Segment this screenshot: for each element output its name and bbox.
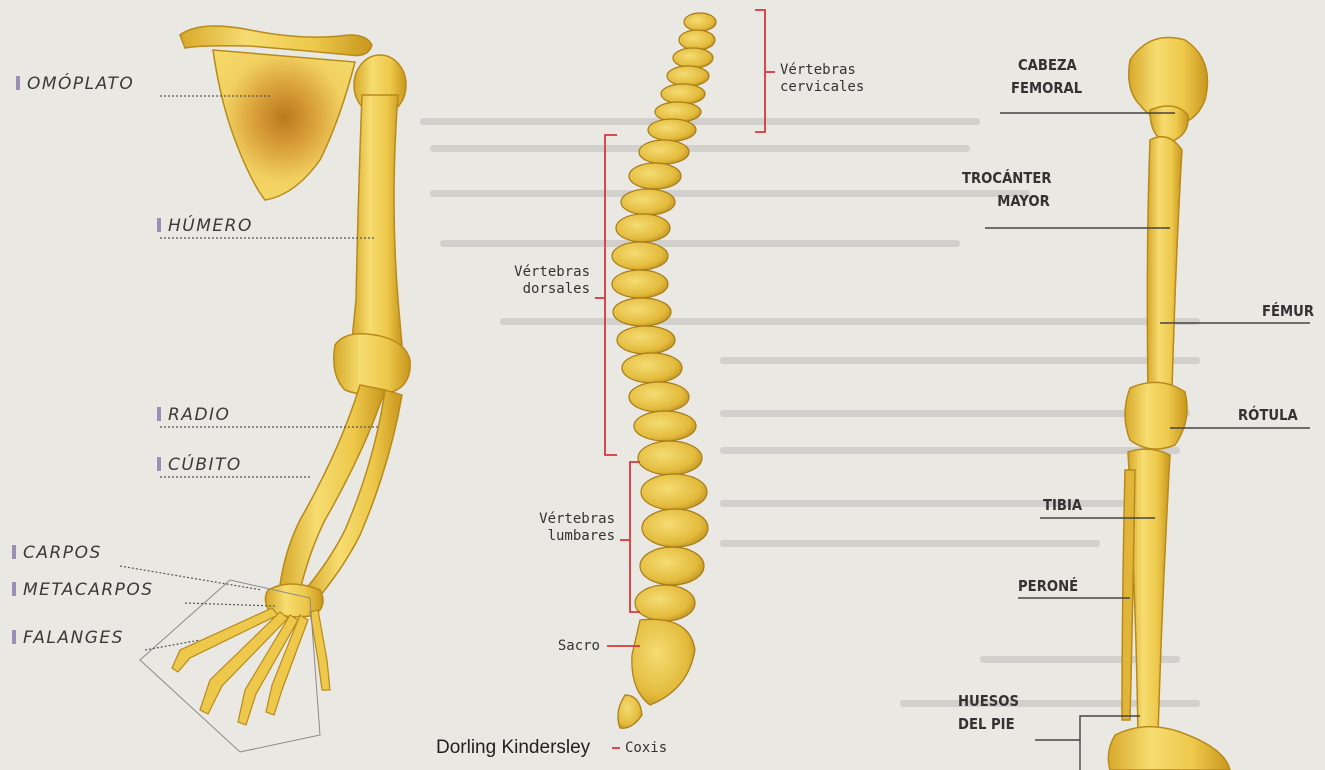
label-trochanter-line1: TROCÁNTER [962, 167, 1052, 190]
label-dorsal-line1: Vértebras [500, 264, 590, 281]
label-cervical-line1: Vértebras [780, 62, 864, 79]
humerus-bone [352, 95, 402, 345]
label-femoral-head-line2: FEMORAL [1011, 77, 1082, 100]
clavicle-bone [180, 26, 372, 56]
label-lumbar-line1: Vértebras [500, 511, 615, 528]
hand-bones [172, 608, 330, 725]
label-foot-line2: DEL PIE [958, 713, 1019, 736]
label-humerus: HÚMERO [157, 216, 253, 236]
label-lumbar-vertebrae: Vértebras lumbares [500, 511, 615, 545]
label-cervical-line2: cervicales [780, 79, 864, 96]
label-trochanter-line2: MAYOR [997, 190, 1051, 213]
label-phalanges: FALANGES [12, 628, 124, 648]
scapula-bone [213, 50, 355, 200]
label-greater-trochanter: TROCÁNTER MAYOR [962, 167, 1052, 213]
fibula-bone [1122, 470, 1135, 720]
femoral-head [1150, 106, 1188, 142]
label-sacrum: Sacro [540, 638, 600, 655]
label-dorsal-vertebrae: Vértebras dorsales [500, 264, 590, 298]
label-femoral-head: CABEZA FEMORAL [1018, 54, 1082, 100]
label-carpals: CARPOS [12, 543, 102, 563]
spine-skeleton [612, 13, 716, 728]
knee-joint [1125, 382, 1187, 449]
label-femoral-head-line1: CABEZA [1018, 54, 1082, 77]
label-fibula: PERONÉ [1018, 575, 1078, 598]
credit-text: Dorling Kindersley [436, 737, 590, 759]
label-radius: RADIO [157, 405, 230, 425]
label-ulna: CÚBITO [157, 455, 242, 475]
label-patella: RÓTULA [1238, 404, 1298, 427]
label-cervical-vertebrae: Vértebras cervicales [780, 62, 864, 96]
label-foot-bones: HUESOS DEL PIE [958, 690, 1019, 736]
label-lumbar-line2: lumbares [500, 528, 615, 545]
foot-bones [1108, 727, 1230, 770]
label-tibia: TIBIA [1043, 494, 1082, 517]
label-foot-line1: HUESOS [958, 690, 1019, 713]
label-metacarpals: METACARPOS [12, 580, 154, 600]
elbow-joint [334, 334, 410, 395]
label-dorsal-line2: dorsales [500, 281, 590, 298]
label-femur: FÉMUR [1262, 300, 1314, 323]
leg-skeleton [1108, 38, 1230, 770]
label-scapula: OMÓPLATO [16, 74, 134, 94]
label-coccyx: Coxis [625, 740, 667, 757]
femur-bone [1147, 137, 1182, 392]
